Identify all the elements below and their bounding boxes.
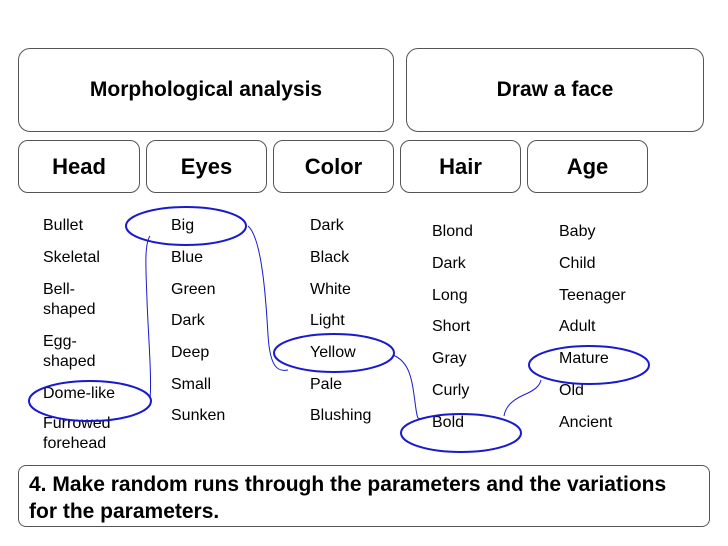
eyes-option-selected: Big — [171, 217, 195, 234]
head-option: Egg-shaped — [43, 333, 96, 370]
age-option: Baby — [559, 223, 596, 240]
eyes-option: Dark — [171, 312, 205, 329]
param-head-label: Head — [52, 153, 106, 179]
param-age-box: Age — [527, 140, 648, 193]
hair-option: Long — [432, 287, 468, 304]
eyes-option: Small — [171, 376, 212, 393]
color-option: Dark — [310, 217, 344, 234]
param-color-box: Color — [273, 140, 394, 193]
color-option: Pale — [310, 376, 343, 393]
head-option: Bell-shaped — [43, 281, 96, 318]
morphological-analysis-label: Morphological analysis — [89, 78, 323, 101]
age-option: Teenager — [559, 287, 626, 304]
param-color-label: Color — [304, 153, 363, 179]
age-option: Child — [559, 255, 596, 272]
morphological-analysis-box: Morphological analysis — [18, 48, 394, 132]
draw-a-face-label: Draw a face — [496, 78, 614, 101]
color-option: Black — [310, 249, 350, 266]
param-eyes-label: Eyes — [180, 153, 233, 179]
param-age-label: Age — [566, 153, 609, 179]
hair-option: Curly — [432, 382, 470, 399]
age-option: Ancient — [559, 414, 613, 431]
param-hair-box: Hair — [400, 140, 521, 193]
instruction-note: 4. Make random runs through the paramete… — [18, 465, 710, 527]
head-option-selected: Dome-like — [43, 385, 116, 402]
hair-option: Dark — [432, 255, 466, 272]
param-hair-label: Hair — [439, 153, 482, 179]
eyes-option: Green — [171, 281, 216, 298]
head-option: Skeletal — [43, 249, 100, 266]
eyes-option: Blue — [171, 249, 204, 266]
age-option-selected: Mature — [559, 350, 609, 367]
hair-option: Blond — [432, 223, 473, 240]
eyes-option: Deep — [171, 344, 210, 361]
color-option-selected: Yellow — [310, 344, 356, 361]
draw-a-face-box: Draw a face — [406, 48, 704, 132]
color-option: Light — [310, 312, 345, 329]
age-option: Adult — [559, 318, 596, 335]
age-option: Old — [559, 382, 584, 399]
param-eyes-box: Eyes — [146, 140, 267, 193]
eyes-option: Sunken — [171, 407, 226, 424]
color-option: White — [310, 281, 351, 298]
hair-option-selected: Bold — [432, 414, 465, 431]
hair-option: Short — [432, 318, 471, 335]
param-head-box: Head — [18, 140, 140, 193]
color-option: Blushing — [310, 407, 372, 424]
hair-option: Gray — [432, 350, 467, 367]
head-option: Bullet — [43, 217, 84, 234]
